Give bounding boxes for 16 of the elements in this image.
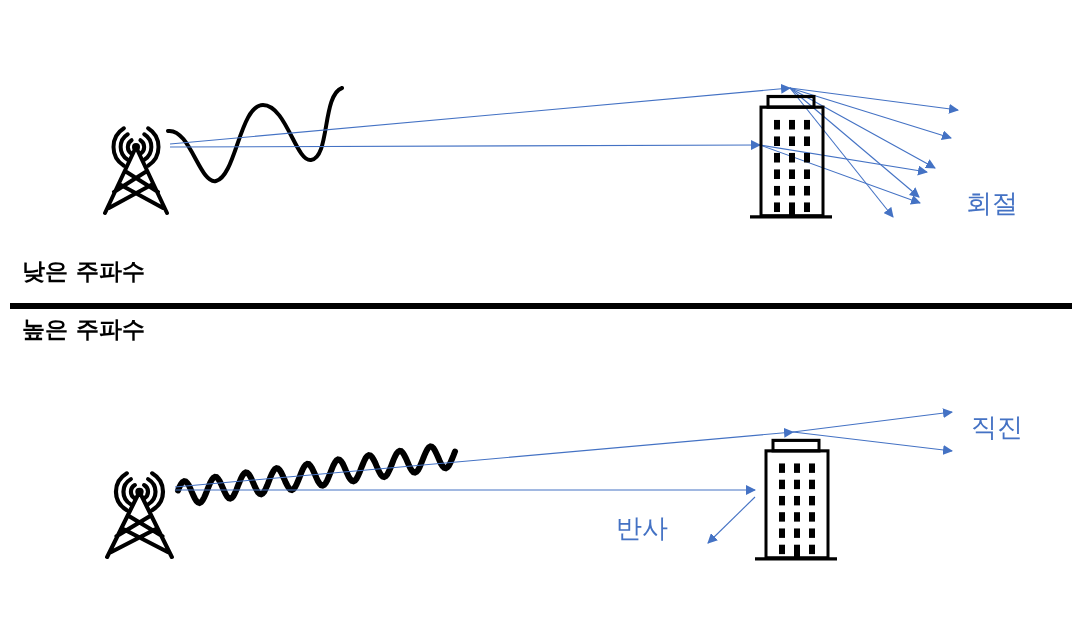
arrow bbox=[789, 87, 936, 169]
label-text: 반사 bbox=[616, 515, 668, 541]
label-text: 낮은 주파수 bbox=[22, 260, 145, 283]
arrow bbox=[169, 140, 761, 151]
arrow bbox=[174, 485, 756, 495]
arrow bbox=[707, 496, 756, 544]
arrow bbox=[789, 87, 920, 198]
label-text: 회절 bbox=[966, 190, 1018, 216]
arrow bbox=[789, 87, 952, 141]
label-text: 높은 주파수 bbox=[22, 318, 145, 341]
arrow bbox=[789, 87, 894, 218]
label-text: 직진 bbox=[952, 405, 1026, 451]
arrow bbox=[169, 83, 791, 145]
arrow bbox=[792, 408, 953, 433]
arrow bbox=[174, 427, 794, 488]
arrow bbox=[792, 431, 953, 455]
